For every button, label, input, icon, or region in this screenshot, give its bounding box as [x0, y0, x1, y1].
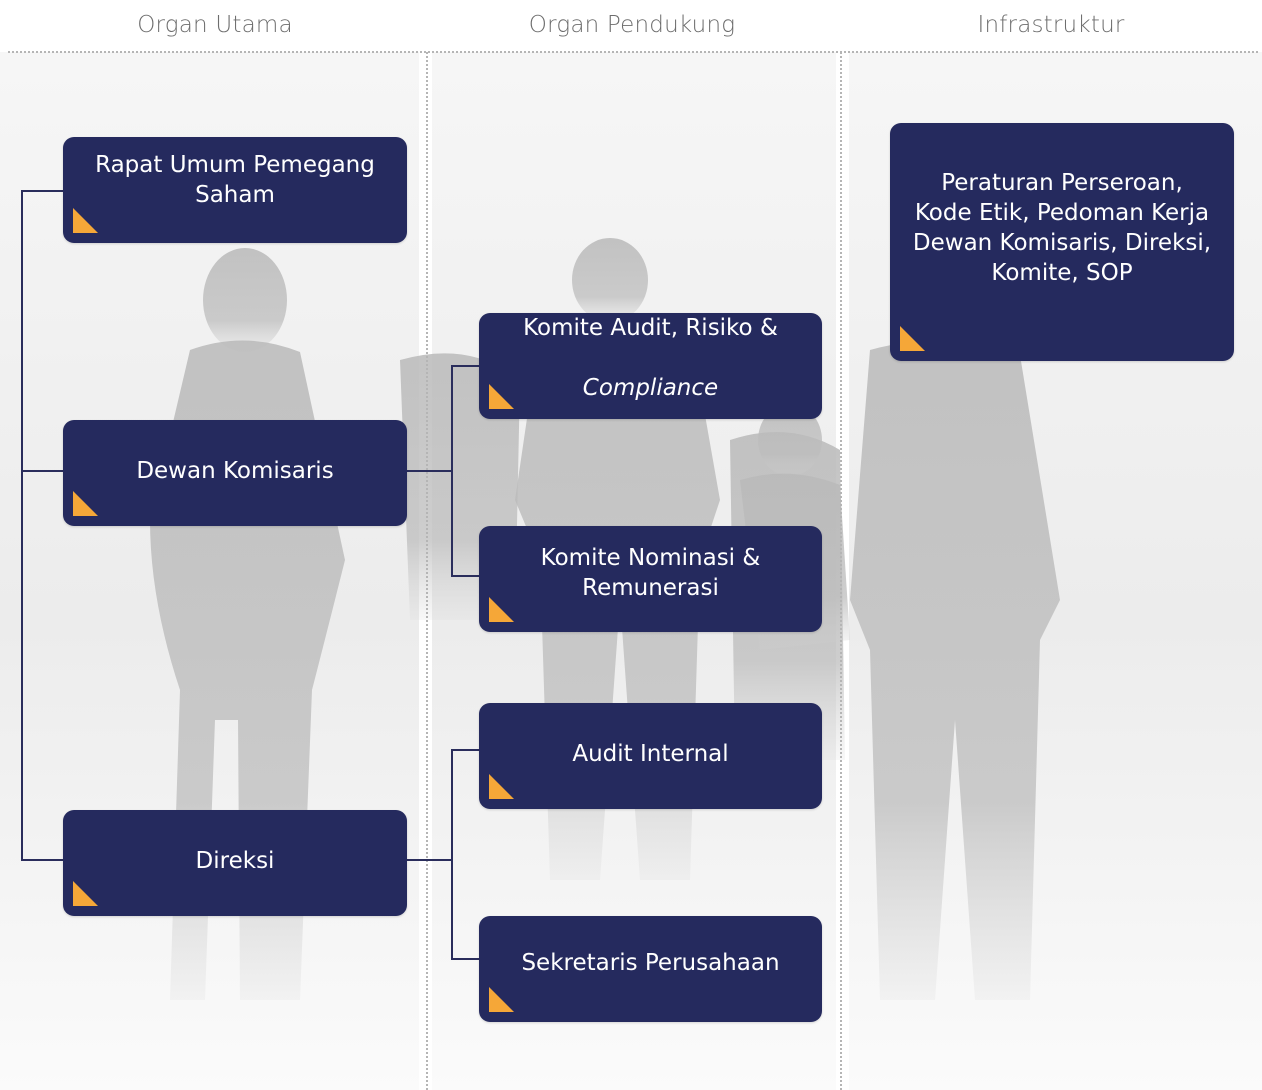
- box-dewan-komisaris: Dewan Komisaris: [63, 420, 407, 526]
- box-audit-internal-label: Audit Internal: [572, 741, 729, 767]
- orange-corner-icon: [73, 491, 98, 516]
- orange-corner-icon: [489, 987, 514, 1012]
- box-sekretaris-perusahaan: Sekretaris Perusahaan: [479, 916, 822, 1022]
- box-direksi-label: Direksi: [195, 848, 275, 874]
- connector-komite-vertical: [451, 365, 453, 577]
- connector-left-vertical: [21, 190, 23, 861]
- komite-audit-line2: Compliance: [582, 375, 719, 401]
- header-organ-utama: Organ Utama: [137, 12, 293, 38]
- connector-rups: [21, 190, 63, 192]
- connector-komite-audit: [451, 365, 479, 367]
- box-direksi: Direksi: [63, 810, 407, 916]
- box-rups-label: Rapat Umum Pemegang Saham: [95, 152, 375, 208]
- orange-corner-icon: [489, 597, 514, 622]
- komite-audit-line1: Komite Audit, Risiko &: [523, 315, 778, 341]
- box-sekretaris-perusahaan-label: Sekretaris Perusahaan: [521, 950, 780, 976]
- box-komite-nominasi-label: Komite Nominasi & Remunerasi: [540, 545, 761, 601]
- box-rups: Rapat Umum Pemegang Saham: [63, 137, 407, 243]
- box-audit-internal: Audit Internal: [479, 703, 822, 809]
- connector-komite-nominasi: [451, 575, 479, 577]
- orange-corner-icon: [900, 326, 925, 351]
- connector-direksi: [21, 859, 63, 861]
- orange-corner-icon: [489, 384, 514, 409]
- orange-corner-icon: [73, 881, 98, 906]
- connector-direksi-to-support: [407, 859, 452, 861]
- box-komite-nominasi: Komite Nominasi & Remunerasi: [479, 526, 822, 632]
- column-divider-1: [426, 52, 428, 1090]
- orange-corner-icon: [489, 774, 514, 799]
- box-komite-audit-risiko-label: Komite Audit, Risiko & Compliance: [479, 283, 822, 433]
- connector-dekom-to-komite: [407, 470, 452, 472]
- box-komite-audit-risiko: Komite Audit, Risiko & Compliance: [479, 313, 822, 419]
- connector-dekom: [21, 470, 63, 472]
- orange-corner-icon: [73, 208, 98, 233]
- header-divider: [8, 51, 1258, 53]
- header-organ-pendukung: Organ Pendukung: [528, 12, 736, 38]
- column-divider-2: [840, 52, 842, 1090]
- connector-audit-internal: [451, 749, 479, 751]
- connector-sekretaris: [451, 958, 479, 960]
- box-infrastruktur: Peraturan Perseroan, Kode Etik, Pedoman …: [890, 123, 1234, 361]
- box-dewan-komisaris-label: Dewan Komisaris: [136, 458, 334, 484]
- connector-support-vertical: [451, 749, 453, 960]
- header-infrastruktur: Infrastruktur: [977, 12, 1125, 38]
- box-infrastruktur-label: Peraturan Perseroan, Kode Etik, Pedoman …: [912, 170, 1212, 286]
